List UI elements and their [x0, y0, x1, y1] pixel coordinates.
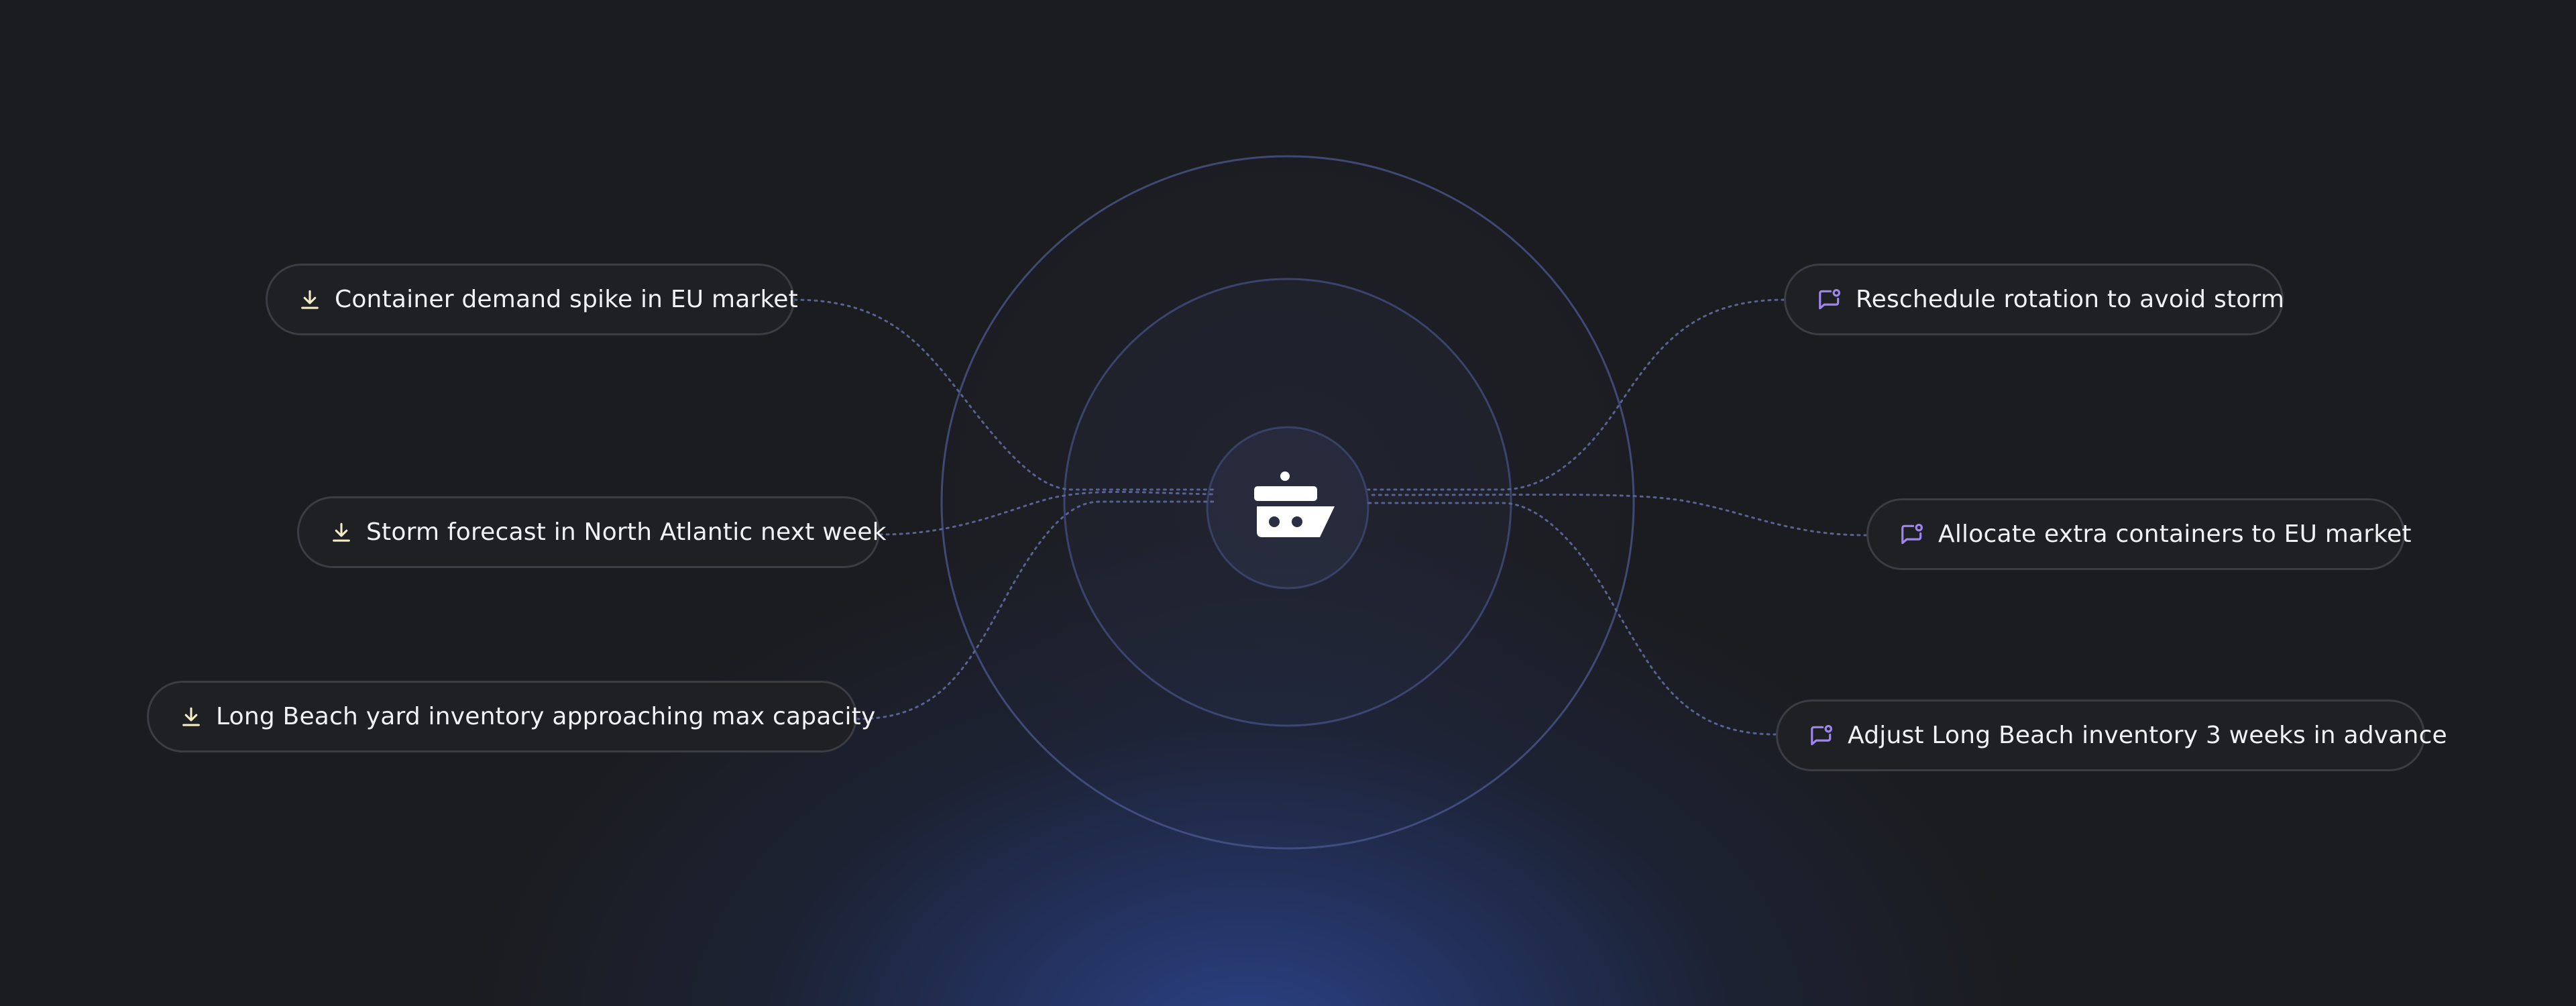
input-pill-demand-spike[interactable]: Container demand spike in EU market	[266, 264, 798, 335]
middle-ring	[1063, 278, 1512, 727]
output-pill-allocate-containers[interactable]: Allocate extra containers to EU market	[1866, 498, 2412, 570]
input-label: Storm forecast in North Atlantic next we…	[366, 518, 887, 546]
download-icon	[330, 521, 353, 544]
output-pill-reschedule-rotation[interactable]: Reschedule rotation to avoid storm	[1784, 264, 2284, 335]
output-pill-adjust-inventory[interactable]: Adjust Long Beach inventory 3 weeks in a…	[1776, 700, 2447, 771]
output-label: Adjust Long Beach inventory 3 weeks in a…	[1848, 722, 2447, 749]
input-label: Container demand spike in EU market	[335, 286, 798, 313]
connector-output-3	[1367, 502, 1777, 736]
input-label: Long Beach yard inventory approaching ma…	[216, 703, 876, 730]
output-label: Allocate extra containers to EU market	[1938, 520, 2412, 548]
message-notification-icon	[1899, 522, 1925, 547]
message-notification-icon	[1817, 287, 1842, 313]
connector-input-3	[856, 500, 1217, 720]
download-icon	[180, 706, 203, 728]
output-label: Reschedule rotation to avoid storm	[1856, 286, 2285, 313]
connector-output-2	[1367, 494, 1868, 537]
cargo-ship-icon	[1254, 471, 1335, 537]
input-pill-yard-inventory[interactable]: Long Beach yard inventory approaching ma…	[147, 681, 875, 752]
input-pill-storm-forecast[interactable]: Storm forecast in North Atlantic next we…	[297, 496, 886, 568]
outer-ring	[940, 155, 1635, 850]
download-icon	[298, 288, 321, 311]
message-notification-icon	[1809, 723, 1834, 748]
connector-input-2	[879, 491, 1217, 536]
